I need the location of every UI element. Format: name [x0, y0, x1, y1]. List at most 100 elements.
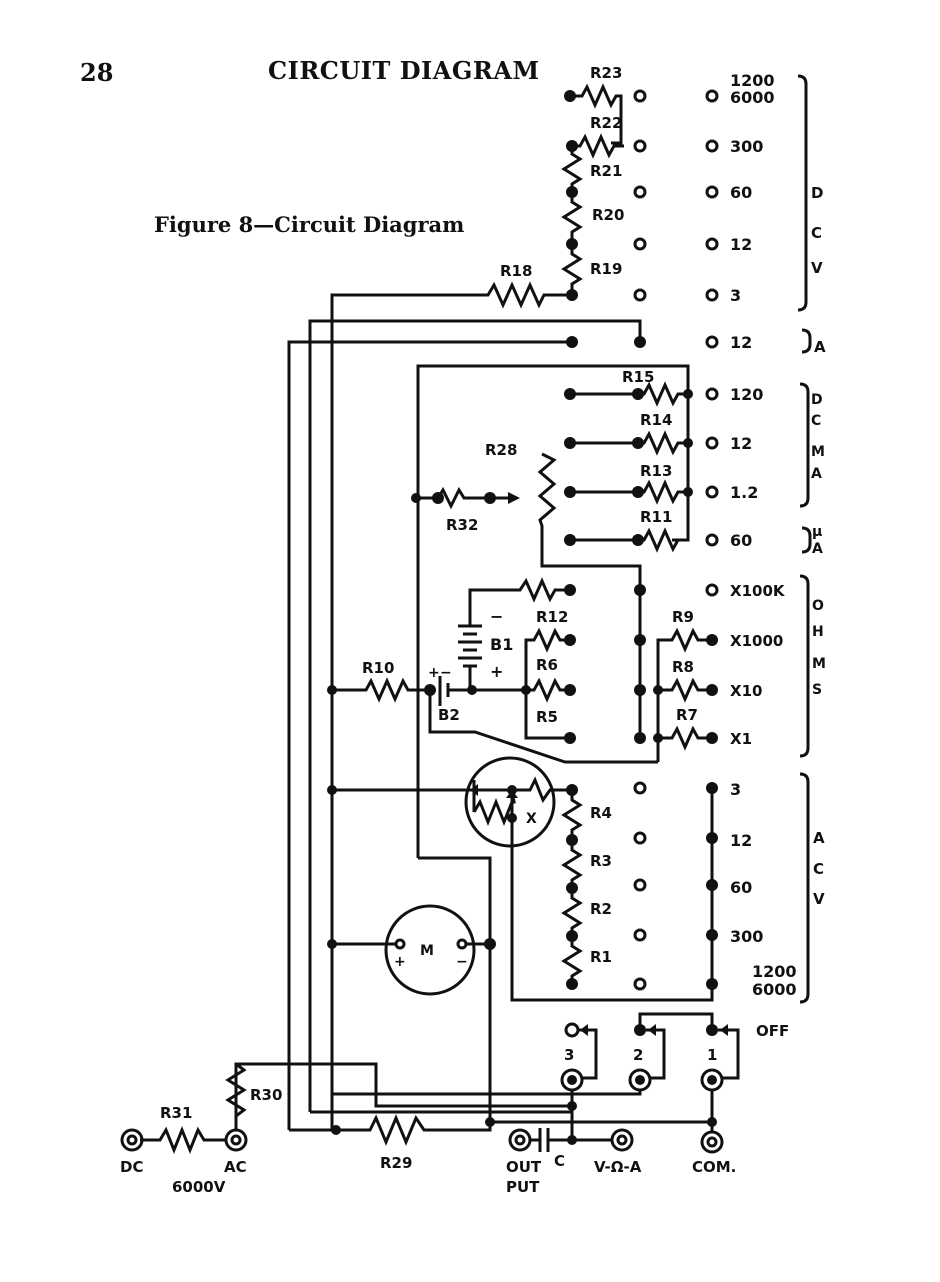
jack-common-label: COM. — [692, 1158, 736, 1176]
microamp-range-60: 60 — [730, 531, 752, 550]
acv-section: X R4 R3 R2 R1 3 12 60 300 1200 6000 A C … — [327, 756, 825, 1004]
jack-common[interactable] — [700, 1130, 724, 1154]
label-r12: R12 — [536, 608, 568, 626]
label-r14: R14 — [640, 411, 672, 429]
dcv-range-60: 60 — [730, 183, 752, 202]
dcma-letter-d: D — [811, 392, 823, 408]
acv-range-12: 12 — [730, 831, 752, 850]
label-r31: R31 — [160, 1104, 192, 1122]
meter-plus: + — [394, 954, 406, 970]
ohms-letter-h: H — [812, 624, 824, 640]
dcv-range-300: 300 — [730, 137, 763, 156]
dcv-section: R23 R22 R21 R20 R19 R18 1200 — [330, 64, 823, 1130]
label-r19: R19 — [590, 260, 622, 278]
ohms-range-x100k: X100K — [730, 582, 786, 600]
b2-minus: − — [440, 665, 452, 681]
label-r8: R8 — [672, 658, 694, 676]
dcma-range-12: 12 — [730, 434, 752, 453]
jack-ac-6000v[interactable] — [224, 1128, 248, 1152]
rectifier-x — [464, 756, 572, 848]
resistor-r23 — [570, 83, 623, 145]
dcma-letter-c: C — [811, 413, 821, 429]
label-r7: R7 — [676, 706, 698, 724]
battery-b1 — [458, 624, 482, 690]
ohms-range-x1000: X1000 — [730, 632, 783, 650]
b2-plus: + — [428, 665, 440, 681]
acv-range-60: 60 — [730, 878, 752, 897]
microamp-bracket — [801, 526, 812, 554]
jack-v-ohm-a[interactable] — [610, 1128, 634, 1152]
function-switch[interactable]: 3 2 1 OFF — [560, 1012, 789, 1092]
label-r9: R9 — [672, 608, 694, 626]
dcv-letter-v: V — [811, 259, 823, 277]
amps-bracket — [801, 328, 812, 354]
label-r30: R30 — [250, 1086, 282, 1104]
ohms-letter-o: O — [812, 598, 824, 614]
switch-position-2[interactable]: 2 — [633, 1046, 643, 1064]
microamp-letter-mu: µ — [812, 524, 822, 540]
acv-range-3: 3 — [730, 780, 741, 799]
ohms-letter-s: S — [812, 682, 822, 698]
microamp-letter-a: A — [812, 541, 823, 557]
label-r15: R15 — [622, 368, 654, 386]
page-header: CIRCUIT DIAGRAM — [268, 56, 540, 85]
label-r4: R4 — [590, 804, 612, 822]
resistor-r21 — [561, 146, 583, 192]
resistor-r18 — [330, 281, 572, 1130]
acv-range-300: 300 — [730, 927, 763, 946]
switch-position-3[interactable]: 3 — [564, 1046, 574, 1064]
label-b1: B1 — [490, 635, 513, 654]
ohms-section: R12 − B1 + R10 + − B2 R6 — [327, 574, 826, 764]
acv-range-1200: 1200 — [752, 962, 797, 981]
ohms-bracket — [799, 574, 810, 758]
dcv-range-12: 12 — [730, 235, 752, 254]
dcv-range-3: 3 — [730, 286, 741, 305]
label-rectifier-x: X — [526, 811, 537, 827]
label-capacitor-c: C — [554, 1152, 565, 1170]
label-r28: R28 — [485, 441, 517, 459]
jack-dc[interactable] — [120, 1128, 144, 1152]
label-r21: R21 — [590, 162, 622, 180]
dcv-letter-c: C — [811, 224, 822, 242]
dcma-bracket — [799, 382, 810, 508]
jack-ac-range: 6000V — [172, 1178, 226, 1196]
switch-position-1[interactable]: 1 — [707, 1046, 717, 1064]
ohms-letter-m: M — [812, 656, 826, 672]
label-b2: B2 — [438, 706, 460, 724]
ohms-range-x10: X10 — [730, 682, 762, 700]
b1-plus: + — [490, 662, 503, 681]
label-r6: R6 — [536, 656, 558, 674]
label-r20: R20 — [592, 206, 624, 224]
ohms-range-x1: X1 — [730, 730, 752, 748]
jack-dc-label: DC — [120, 1158, 143, 1176]
acv-letter-a: A — [813, 829, 825, 847]
dcv-range-6000: 6000 — [730, 88, 775, 107]
dcma-letter-a: A — [811, 466, 822, 482]
acv-bracket — [799, 772, 810, 1004]
amps-letter: A — [814, 338, 826, 356]
label-r22: R22 — [590, 114, 622, 132]
zero-adjust-section: R32 R28 — [411, 441, 642, 590]
jack-v-ohm-a-label: V-Ω-A — [594, 1158, 642, 1176]
amps-section: 12 A — [287, 319, 826, 1130]
label-r1: R1 — [590, 948, 612, 966]
resistor-r20 — [561, 192, 583, 242]
dcv-range-1200: 1200 — [730, 71, 775, 90]
acv-letter-c: C — [813, 860, 824, 878]
label-r10: R10 — [362, 659, 394, 677]
label-meter-m: M — [420, 943, 434, 959]
label-r18: R18 — [500, 262, 532, 280]
meter-minus: − — [456, 954, 468, 970]
jack-output[interactable] — [508, 1128, 532, 1152]
resistor-r19 — [561, 244, 583, 295]
page-number: 28 — [80, 58, 114, 87]
label-r5: R5 — [536, 708, 558, 726]
label-r11: R11 — [640, 508, 672, 526]
dcma-section: R15 R14 R13 R11 120 12 1.2 60 D C M A µ … — [416, 364, 825, 858]
label-r23: R23 — [590, 64, 622, 82]
dcma-range-1-2: 1.2 — [730, 483, 758, 502]
jack-output-label-bottom: PUT — [506, 1178, 540, 1196]
dcv-wafer-contacts — [633, 89, 719, 302]
dcv-letter-d: D — [811, 184, 823, 202]
